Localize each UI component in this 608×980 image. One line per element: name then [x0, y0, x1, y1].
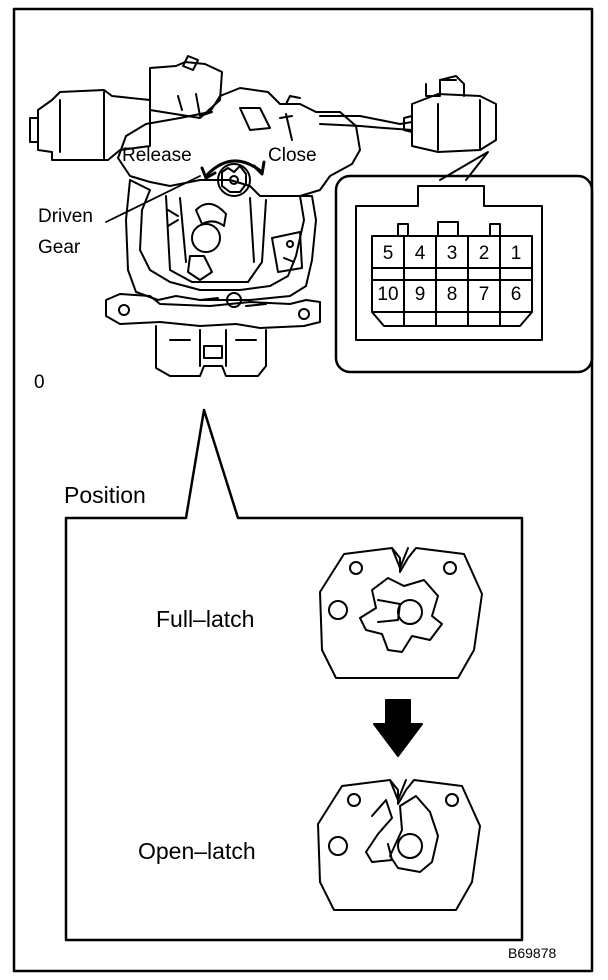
full-latch-label: Full–latch [156, 606, 255, 632]
callout-pointer [439, 151, 489, 181]
pin-grid [371, 235, 533, 313]
top-bracket [149, 61, 223, 119]
driven-gear-leader [105, 175, 201, 223]
pin-number: 7 [478, 284, 490, 305]
wire-harness [319, 115, 413, 125]
motor-housing [37, 89, 151, 161]
pin-number: 1 [510, 243, 522, 264]
connector-callout [334, 151, 594, 374]
transition-arrow [373, 699, 423, 757]
lower-housing [155, 325, 267, 377]
outer-border [12, 7, 594, 973]
open-latch-ratchet [317, 779, 481, 911]
lock-body-lower [125, 179, 317, 301]
full-latch-ratchet [319, 547, 483, 679]
pin-number: 6 [510, 284, 522, 305]
driven-gear [217, 163, 251, 197]
connector-face [355, 185, 543, 341]
driven-gear-label-line2: Gear [38, 237, 81, 258]
position-callout [64, 408, 524, 942]
release-label: Release [122, 145, 192, 166]
figure-code: B69878 [508, 945, 557, 961]
driven-gear-label-line1: Driven [38, 206, 93, 227]
pin-number: 2 [478, 243, 490, 264]
pin-number: 10 [377, 284, 399, 305]
connector-plug [403, 75, 497, 153]
zero-label: 0 [34, 372, 45, 393]
motor-shaft [29, 117, 39, 143]
mounting-plate [105, 293, 321, 329]
close-label: Close [268, 145, 317, 166]
open-latch-label: Open–latch [138, 838, 256, 864]
position-label: Position [64, 482, 146, 508]
pin-number: 3 [446, 243, 458, 264]
pin-number: 9 [414, 284, 426, 305]
pin-number: 8 [446, 284, 458, 305]
pin-number: 5 [382, 243, 394, 264]
pin-number: 4 [414, 243, 426, 264]
lock-body-upper [117, 87, 361, 197]
